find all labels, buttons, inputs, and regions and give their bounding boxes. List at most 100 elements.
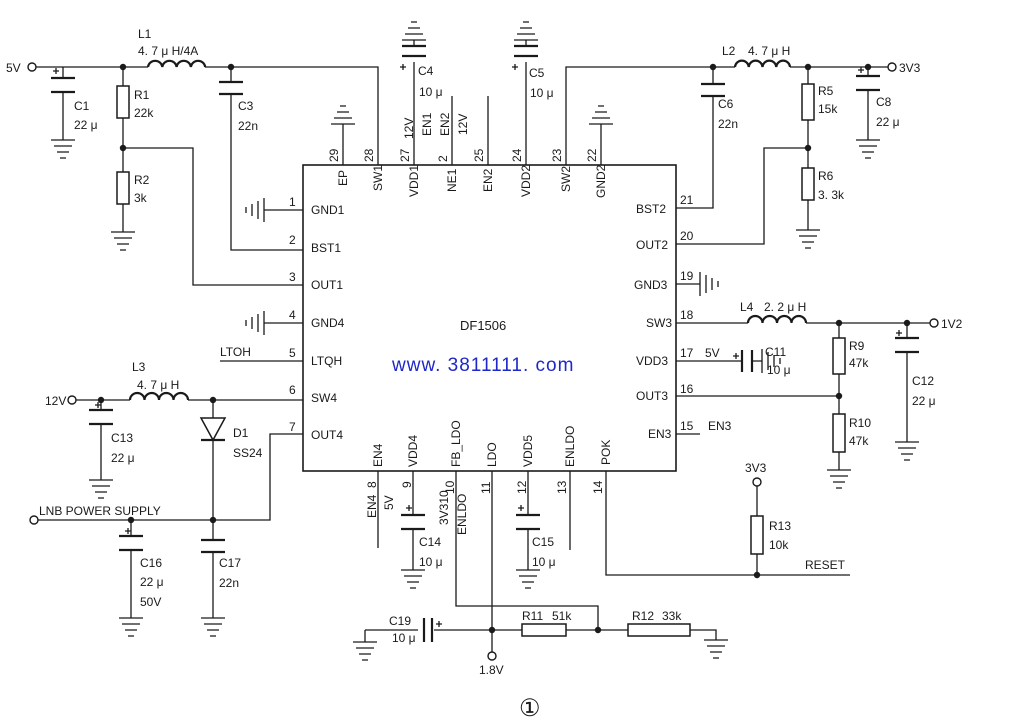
capacitor-c12: C12 22 μ xyxy=(895,330,936,408)
pin-name-fb-ldo: FB_LDO xyxy=(449,420,463,467)
pin-num-21: 21 xyxy=(680,193,694,207)
r9-ref: R9 xyxy=(849,339,865,353)
capacitor-c8: C8 22 μ xyxy=(856,67,900,129)
r10-ref: R10 xyxy=(849,416,871,430)
pin-name-en3: EN3 xyxy=(648,427,672,441)
diode-d1: D1 SS24 xyxy=(199,417,263,460)
pin-name-vdd4: VDD4 xyxy=(406,435,420,467)
pin-num-24: 24 xyxy=(510,148,524,162)
inductor-l3: L3 4. 7 μ H xyxy=(128,360,190,401)
pin-num-9: 9 xyxy=(400,481,414,488)
pin-num-29: 29 xyxy=(327,148,341,162)
wires xyxy=(36,62,930,652)
ground-symbols xyxy=(51,21,919,661)
r2-ref: R2 xyxy=(134,173,150,187)
label-en2: EN2 xyxy=(438,112,452,136)
pin-num-23: 23 xyxy=(550,148,564,162)
pin-name-en4: EN4 xyxy=(371,443,385,467)
label-12v: 12V xyxy=(45,394,66,408)
c3-value: 22n xyxy=(238,119,258,133)
label-3v3-pullup: 3V3 xyxy=(745,461,767,475)
pin-num-3: 3 xyxy=(289,270,296,284)
pin-num-28: 28 xyxy=(362,148,376,162)
r12-value: 33k xyxy=(662,609,682,623)
c15-ref: C15 xyxy=(532,535,554,549)
pin-name-out3: OUT3 xyxy=(636,389,668,403)
pin-name-sw1: SW1 xyxy=(371,165,385,191)
label-fb-3v310: 3V310 xyxy=(437,490,451,525)
r11-ref: R11 xyxy=(522,609,543,623)
c16-value2: 50V xyxy=(140,595,161,609)
c19-ref: C19 xyxy=(389,614,411,628)
pin-name-gnd2: GND2 xyxy=(594,164,608,198)
pin-name-bst1: BST1 xyxy=(311,241,341,255)
label-1v8: 1.8V xyxy=(479,663,504,677)
label-vdd4-5v: 5V xyxy=(382,495,396,510)
pin-name-pok: POK xyxy=(599,440,613,465)
capacitor-c1: C1 22 μ xyxy=(51,68,98,132)
c1-value: 22 μ xyxy=(74,118,98,132)
label-en1: EN1 xyxy=(420,112,434,136)
c5-value: 10 μ xyxy=(530,86,554,100)
terminal-circles xyxy=(27,62,939,661)
r13-value: 10k xyxy=(769,538,789,552)
pin-name-bst2: BST2 xyxy=(636,202,666,216)
r2-value: 3k xyxy=(134,191,148,205)
c8-value: 22 μ xyxy=(876,115,900,129)
l2-value: 4. 7 μ H xyxy=(748,44,790,58)
pin-name-sw2: SW2 xyxy=(559,166,573,192)
capacitor-c5: C5 10 μ xyxy=(512,40,554,100)
resistor-r13: R13 10k xyxy=(750,515,791,555)
pin-num-2: 2 xyxy=(289,233,296,247)
pin-name-out1: OUT1 xyxy=(311,278,343,292)
c8-ref: C8 xyxy=(876,95,892,109)
c16-value: 22 μ xyxy=(140,575,164,589)
chip-name: DF1506 xyxy=(460,318,506,333)
label-en1-12v: 12V xyxy=(402,118,416,139)
figure-number: ① xyxy=(519,696,541,722)
l3-value: 4. 7 μ H xyxy=(137,378,179,392)
label-ltoh: LTOH xyxy=(220,345,251,359)
pin-num-1: 1 xyxy=(289,195,296,209)
capacitor-c11: C11 10 μ xyxy=(733,345,791,377)
pin-num-2: 2 xyxy=(436,155,450,162)
pin-name-vdd5: VDD5 xyxy=(521,435,535,467)
resistor-r6: R6 3. 3k xyxy=(801,167,845,202)
l4-ref: L4 xyxy=(740,300,754,314)
resistor-r2: R2 3k xyxy=(116,171,150,205)
pin-num-18: 18 xyxy=(680,308,694,322)
inductor-l2: L2 4. 7 μ H xyxy=(722,44,792,68)
pin-num-20: 20 xyxy=(680,229,694,243)
label-en4: EN4 xyxy=(365,494,379,518)
label-en3: EN3 xyxy=(708,419,732,433)
r6-ref: R6 xyxy=(818,169,834,183)
capacitor-c3: C3 22n xyxy=(219,80,258,133)
c5-ref: C5 xyxy=(529,66,545,80)
pin-num-8: 8 xyxy=(365,481,379,488)
c4-ref: C4 xyxy=(418,64,434,78)
inductor-l4: L4 2. 2 μ H xyxy=(740,300,808,324)
resistor-r5: R5 15k xyxy=(801,83,838,121)
pin-name-ne1: NE1 xyxy=(445,168,459,192)
pin-num-11: 11 xyxy=(479,481,493,494)
l1-ref: L1 xyxy=(138,27,152,41)
resistor-r10: R10 47k xyxy=(832,413,871,453)
pin-name-gnd4: GND4 xyxy=(311,316,345,330)
pin-num-13: 13 xyxy=(555,480,569,494)
pin-num-16: 16 xyxy=(680,382,694,396)
pin-name-out2: OUT2 xyxy=(636,238,668,252)
r10-value: 47k xyxy=(849,434,869,448)
junction-dots xyxy=(97,63,911,634)
label-reset: RESET xyxy=(805,558,846,572)
pin-name-gnd3: GND3 xyxy=(634,278,668,292)
label-1v2: 1V2 xyxy=(941,317,963,331)
pin-name-en2: EN2 xyxy=(481,168,495,192)
chip-df1506: DF1506 GND1 BST1 OUT1 GND4 LTQH SW4 OUT4… xyxy=(289,148,694,494)
pin-num-25: 25 xyxy=(472,148,486,162)
capacitor-c6: C6 22n xyxy=(701,82,738,131)
pin-name-vdd3: VDD3 xyxy=(636,354,668,368)
c11-ref: C11 xyxy=(765,345,786,359)
pin-num-5: 5 xyxy=(289,346,296,360)
c17-value: 22n xyxy=(219,576,239,590)
pin-name-gnd1: GND1 xyxy=(311,203,345,217)
